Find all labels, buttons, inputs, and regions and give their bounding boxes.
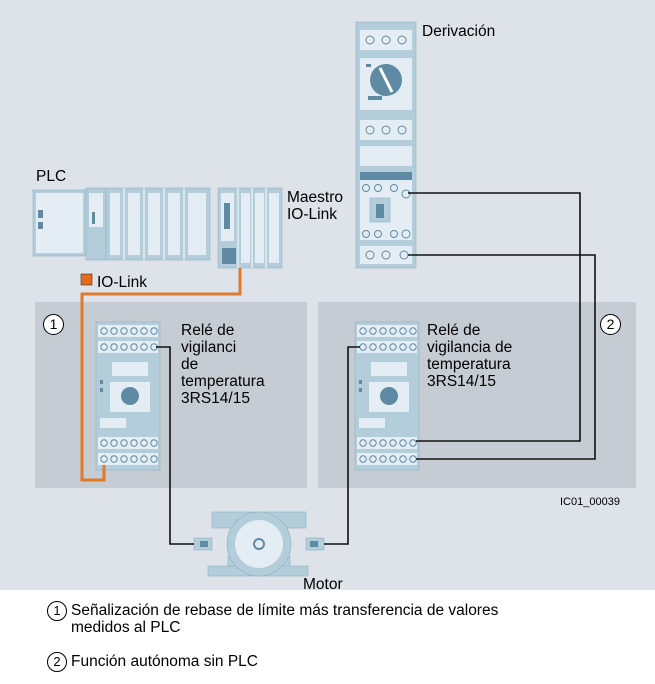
feeder-device: [355, 21, 417, 269]
relay-left-label: Relé de vigilanci de temperatura 3RS14/1…: [181, 322, 265, 407]
group-panel-1: [35, 302, 307, 488]
io-link-master-device: [217, 187, 283, 269]
feeder-label: Derivación: [422, 23, 496, 40]
figure-code: IC01_00039: [560, 496, 620, 508]
panel-1-number-marker: 1: [43, 314, 64, 335]
io-link-marker: [80, 273, 93, 286]
relay-device-right: [354, 321, 420, 471]
wire-feeder-to-relay-right-1: [408, 192, 581, 442]
motor-device: [193, 511, 325, 577]
legend-2-text: Función autónoma sin PLC: [71, 653, 258, 670]
relay-right-label: Relé de vigilancia de temperatura 3RS14/…: [427, 322, 513, 390]
wiring: [156, 192, 596, 545]
panel-2-number-marker: 2: [600, 314, 621, 335]
io-link-legend-label: IO-Link: [97, 274, 147, 291]
relay-device-left: [95, 321, 161, 471]
wire-feeder-to-relay-right-2: [408, 254, 596, 460]
motor-label: Motor: [303, 576, 343, 593]
legend-2-number-marker: 2: [47, 652, 67, 672]
plc-label: PLC: [36, 168, 67, 185]
legend-1-text: Señalización de rebase de límite más tra…: [71, 602, 499, 636]
io-link-master-label: Maestro IO-Link: [287, 189, 343, 223]
legend-background: [0, 590, 655, 684]
wire-relay-left-to-motor: [156, 346, 194, 545]
io-link-cable: [80, 268, 242, 482]
legend-1-number-marker: 1: [47, 601, 67, 621]
wire-motor-to-relay-right: [324, 346, 360, 545]
plc-device: [32, 187, 211, 261]
